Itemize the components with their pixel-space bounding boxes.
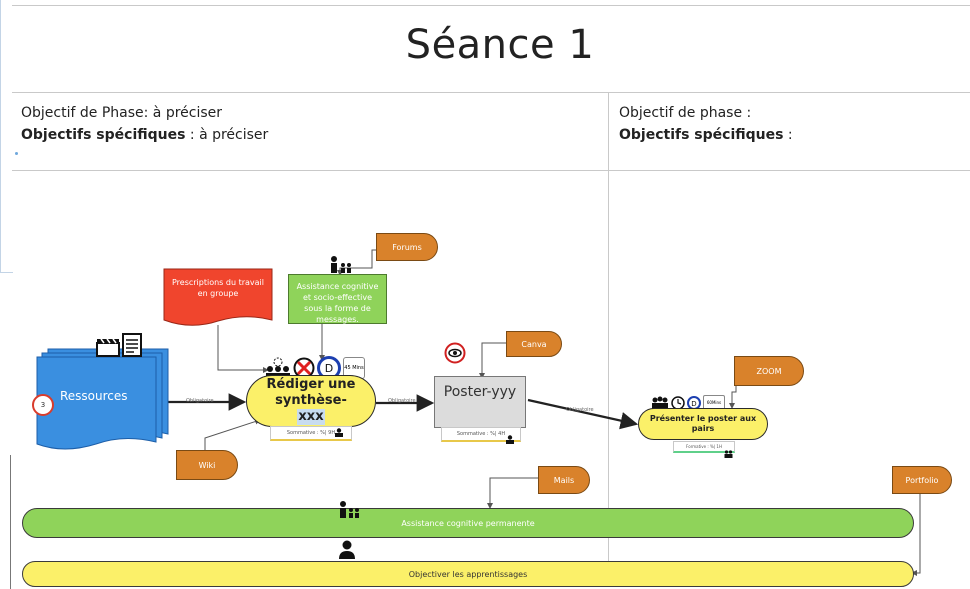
title-divider: [12, 92, 970, 93]
bar-objectiver-label: Objectiver les apprentissages: [408, 569, 528, 579]
group-icon: [652, 396, 668, 409]
tag-wiki[interactable]: Wiki: [176, 450, 238, 480]
activity-rediger-title: Rédiger une synthèse-: [266, 377, 356, 408]
header-divider: [12, 170, 970, 171]
edge-label-3: Obligatoire: [566, 407, 594, 413]
rediger-summary-user-icon: [334, 428, 344, 439]
phase-right-specific: Objectifs spécifiques :: [619, 124, 793, 146]
page-title: Séance 1: [405, 22, 595, 68]
edge-label-1: Obligatoire: [186, 398, 214, 404]
ressources-label[interactable]: Ressources: [60, 389, 128, 403]
phase-separator: [608, 92, 609, 562]
edge-poster-presenter: [527, 398, 639, 430]
canva-connector: [479, 342, 506, 379]
duration-badge: 45 Mins: [343, 357, 365, 379]
tag-forums[interactable]: Forums: [376, 233, 438, 261]
rediger-summary: Sommative : %| 9H: [270, 426, 352, 441]
poster-summary-user-icon: [505, 429, 515, 448]
left-edge-line: [10, 455, 11, 589]
phase-left-objective: Objectif de Phase: à préciser: [21, 105, 223, 121]
phase-right-objective: Objectif de phase :: [619, 105, 752, 121]
activity-presenter[interactable]: Présenter le poster aux pairs: [638, 408, 768, 440]
top-divider: [12, 5, 970, 6]
activity-rediger[interactable]: Rédiger une synthèse- xxx: [246, 375, 376, 427]
tag-portfolio[interactable]: Portfolio: [892, 466, 952, 494]
teacher-group-icon: [327, 255, 353, 279]
phase-right-specific-value: :: [783, 127, 793, 143]
prescriptions-text[interactable]: Prescriptions du travail en groupe: [171, 278, 264, 298]
no-teacher-icon: [293, 357, 315, 379]
phase-right-specific-label: Objectifs spécifiques: [619, 127, 784, 143]
phase-left-specific-label: Objectifs spécifiques: [21, 127, 186, 143]
clapperboard-icon: [96, 337, 120, 361]
portfolio-connector: [911, 485, 921, 576]
activity-rediger-highlight: xxx: [297, 409, 325, 425]
presenter-summary-group-icon: [724, 443, 733, 462]
bar-objectiver-user-icon: [338, 540, 356, 564]
prescriptions-shape: [163, 268, 273, 326]
ressources-count-value: 3: [40, 401, 46, 409]
phase-left-header: Objectif de Phase: à préciser Objectifs …: [21, 102, 268, 146]
ressources-shape: [36, 348, 169, 450]
forums-connector: [337, 249, 378, 276]
activity-poster[interactable]: Poster-yyy: [434, 376, 526, 428]
edge-label-2: Obligatoire: [388, 398, 416, 404]
prescription-connector: [217, 325, 269, 373]
ressources-count-badge: 3: [32, 394, 54, 416]
bar-assistance-label: Assistance cognitive permanente: [401, 518, 535, 528]
presenter-summary: Formative : %| 1H: [673, 441, 735, 453]
bar-objectiver[interactable]: Objectiver les apprentissages: [22, 561, 914, 587]
bar-assistance[interactable]: Assistance cognitive permanente: [22, 508, 914, 538]
document-icon: [121, 333, 143, 361]
assistance-message-box[interactable]: Assistance cognitive et socio-effective …: [288, 274, 387, 324]
selection-dot: [15, 152, 18, 155]
bar-assistance-teacher-icon: [336, 500, 360, 524]
phase-left-specific: Objectifs spécifiques : à préciser: [21, 124, 268, 146]
view-icon: [444, 342, 466, 368]
phase-right-header: Objectif de phase : Objectifs spécifique…: [619, 102, 793, 146]
tag-mails[interactable]: Mails: [538, 466, 590, 494]
tag-zoom[interactable]: ZOOM: [734, 356, 804, 386]
phase-left-specific-value: : à préciser: [185, 127, 269, 143]
mails-connector: [487, 477, 540, 509]
presenter-icons: D 60Mins: [651, 395, 725, 410]
poster-summary: Sommative : %| 4H: [441, 427, 521, 442]
activity-poster-title: Poster-yyy: [443, 384, 517, 400]
selection-frame: [0, 0, 13, 273]
tag-canva[interactable]: Canva: [506, 331, 562, 357]
activity-presenter-title: Présenter le poster aux pairs: [649, 414, 757, 433]
svg-text:D: D: [691, 400, 696, 408]
svg-text:D: D: [325, 362, 333, 375]
